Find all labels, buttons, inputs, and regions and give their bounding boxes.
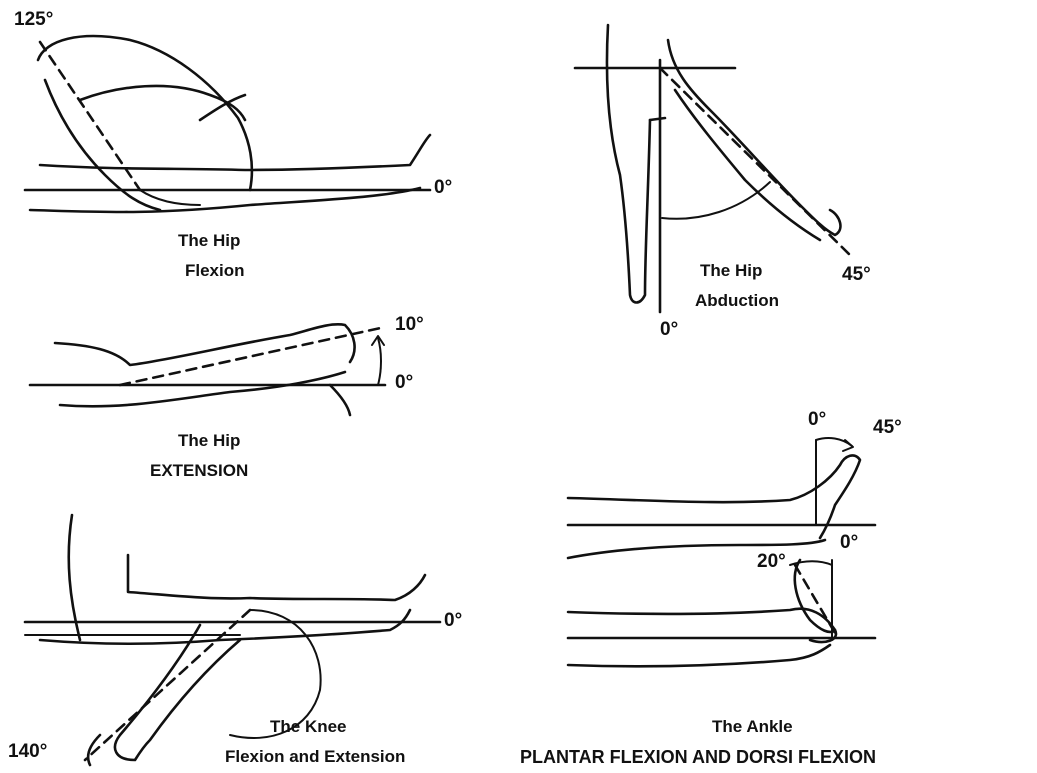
hip-abduction-title: The Hip (700, 262, 762, 279)
ankle-plantar-angle: 20° (757, 552, 786, 571)
hip-flexion-subtitle: Flexion (185, 262, 245, 279)
ankle-plantar-zero-angle: 0° (840, 533, 858, 552)
hip-extension-drawing (30, 324, 385, 415)
ankle-title: The Ankle (712, 718, 793, 735)
knee-axis (85, 610, 250, 760)
hip-flexion-title: The Hip (178, 232, 240, 249)
hip-abduction-subtitle: Abduction (695, 292, 779, 309)
ankle-drawing (568, 438, 875, 666)
hip-extension-subtitle: EXTENSION (150, 462, 248, 479)
hip-extension-max-angle: 10° (395, 315, 424, 334)
hip-flexion-drawing (25, 36, 430, 212)
knee-drawing (25, 515, 440, 765)
ankle-dorsi-zero-angle: 0° (808, 410, 826, 429)
hip-flexion-zero-angle: 0° (434, 178, 452, 197)
knee-zero-angle: 0° (444, 611, 462, 630)
hip-abduction-max-angle: 45° (842, 265, 871, 284)
hip-abduction-zero-angle: 0° (660, 320, 678, 339)
hip-extension-zero-angle: 0° (395, 373, 413, 392)
ankle-dorsi-angle: 45° (873, 418, 902, 437)
knee-max-angle: 140° (8, 742, 47, 761)
hip-flexion-max-angle: 125° (14, 10, 53, 29)
knee-title: The Knee (270, 718, 347, 735)
knee-subtitle: Flexion and Extension (225, 748, 405, 765)
hip-extension-axis (120, 327, 385, 385)
hip-extension-title: The Hip (178, 432, 240, 449)
ankle-subtitle: PLANTAR FLEXION AND DORSI FLEXION (520, 748, 876, 766)
